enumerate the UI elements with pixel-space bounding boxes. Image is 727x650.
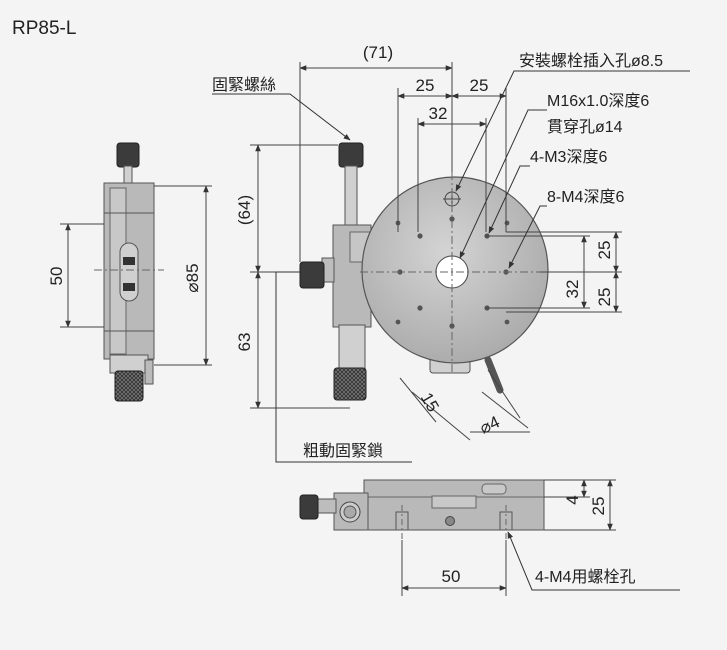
dim-71: (71) xyxy=(299,43,453,262)
dim-right-stack: 25 25 32 xyxy=(486,231,622,313)
callout-mount-hole: 安裝螺栓插入孔ø8.5 xyxy=(455,52,690,192)
left-side-view xyxy=(94,142,164,402)
label-m3: 4-M3深度6 xyxy=(530,148,607,166)
dim-4-side-text: 4 xyxy=(563,495,582,504)
dim-32-top-text: 32 xyxy=(429,104,448,123)
dim-50-side: 50 xyxy=(47,223,104,328)
callout-coarse-lock: 粗動固緊鎖 xyxy=(275,271,412,463)
dim-50-bottom-text: 50 xyxy=(442,567,461,586)
label-coarse-lock: 粗動固緊鎖 xyxy=(303,442,383,460)
dim-71-text: (71) xyxy=(363,43,393,62)
label-through-hole: 貫穿孔ø14 xyxy=(547,118,623,136)
dim-bottom-right: 4 25 xyxy=(544,479,616,531)
model-title: RP85-L xyxy=(12,18,76,39)
dim-15-text: 15 xyxy=(417,389,443,415)
dim-25-r-top-text: 25 xyxy=(595,241,614,260)
dim-32-top: 32 xyxy=(417,104,487,232)
left-top-knob xyxy=(116,142,140,168)
coarse-lock-knob xyxy=(299,261,325,289)
dim-63-text: 63 xyxy=(235,333,254,352)
label-bolt-holes: 4-M4用螺栓孔 xyxy=(535,568,635,586)
label-lock-screw: 固緊螺絲 xyxy=(212,76,276,94)
label-mount-hole: 安裝螺栓插入孔ø8.5 xyxy=(519,52,663,70)
dim-25-side-text: 25 xyxy=(589,497,608,516)
dim-85: ⌀85 xyxy=(154,185,212,366)
label-m16: M16x1.0深度6 xyxy=(547,92,649,110)
callout-lock-screw: 固緊螺絲 xyxy=(212,76,351,141)
dim-25-left-text: 25 xyxy=(416,76,435,95)
callout-bolt-holes: 4-M4用螺栓孔 xyxy=(507,531,680,591)
dim-25-r-bot-text: 25 xyxy=(595,288,614,307)
dim-25-25-top: 25 25 xyxy=(397,76,507,232)
dim-64-text: (64) xyxy=(235,195,254,225)
dim-50-bottom: 50 xyxy=(401,540,507,596)
dim-85-text: ⌀85 xyxy=(183,263,202,292)
bottom-side-view xyxy=(299,479,545,540)
callout-m4: 8-M4深度6 xyxy=(508,188,624,269)
dim-32-right-text: 32 xyxy=(563,280,582,299)
bottom-coarse-knob xyxy=(299,494,319,520)
micrometer-knob xyxy=(333,367,367,401)
label-m4: 8-M4深度6 xyxy=(547,188,624,206)
dim-15-phi4: 15 ⌀4 xyxy=(399,369,530,441)
lock-screw-knob xyxy=(338,142,364,168)
dim-50-side-text: 50 xyxy=(47,267,66,286)
callout-m3: 4-M3深度6 xyxy=(488,148,607,234)
dim-phi4-text: ⌀4 xyxy=(477,412,503,438)
dim-64-63: (64) 63 xyxy=(235,144,350,409)
top-view xyxy=(299,142,560,401)
dim-25-right-text: 25 xyxy=(470,76,489,95)
callout-m16: M16x1.0深度6 貫穿孔ø14 xyxy=(459,92,649,259)
